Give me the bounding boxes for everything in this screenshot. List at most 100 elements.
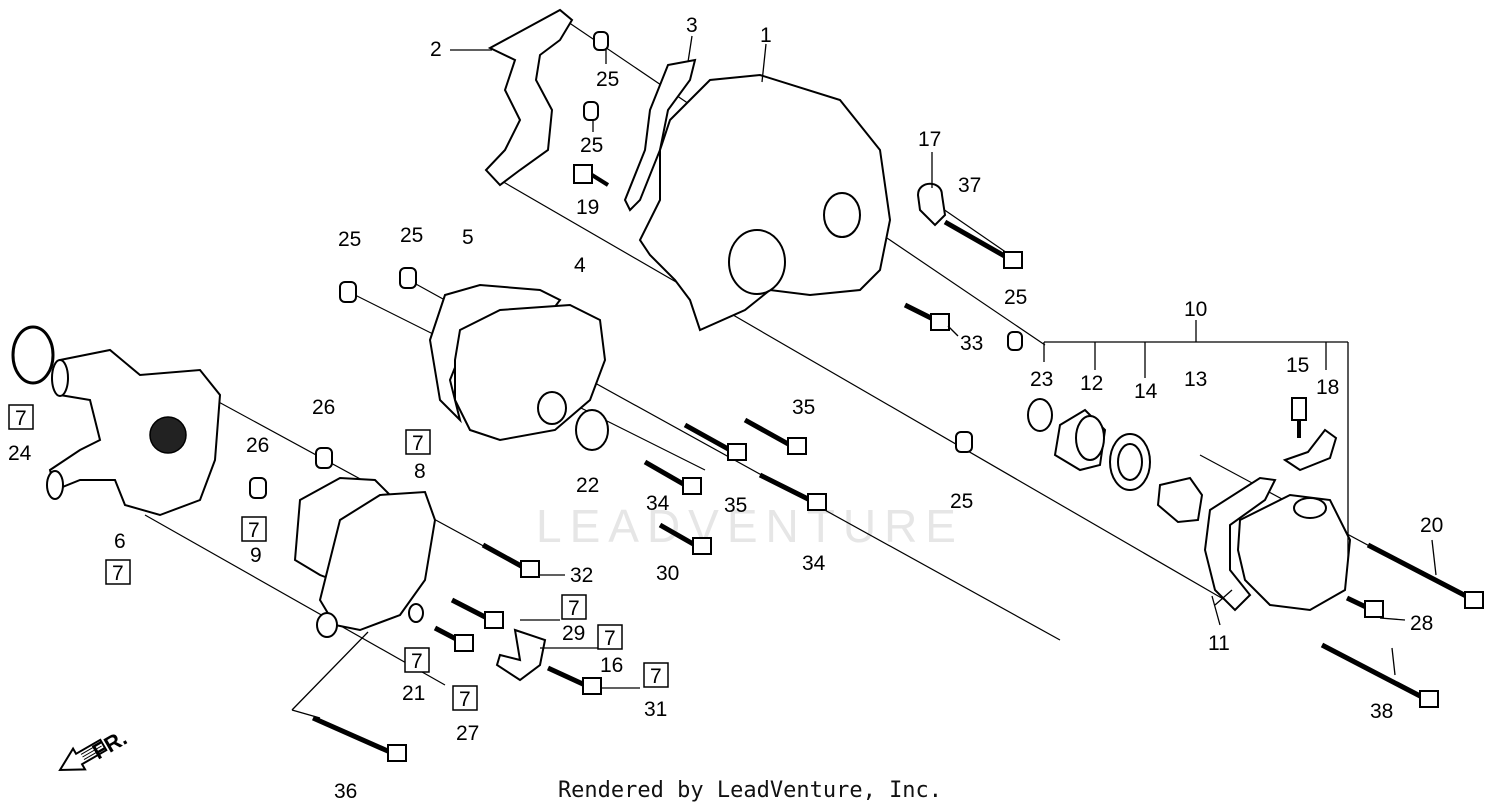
seal-14 xyxy=(1109,433,1151,491)
spring-seal-13 xyxy=(1156,476,1204,524)
seal-22 xyxy=(575,409,609,451)
dowel-25a xyxy=(593,31,609,51)
footer-credit: Rendered by LeadVenture, Inc. xyxy=(557,778,943,803)
dowel-26a xyxy=(315,447,333,469)
bolt-30 xyxy=(658,522,712,555)
bolt-33 xyxy=(903,302,950,331)
pump-body-4 xyxy=(454,303,607,442)
callout-23: 23 xyxy=(1030,368,1053,391)
boxed-ref-7: 7 xyxy=(241,516,267,542)
bolt-34b xyxy=(758,472,827,511)
bolt-36 xyxy=(311,715,407,762)
callout-9: 9 xyxy=(250,544,262,567)
callout-34: 34 xyxy=(802,552,826,575)
svg-text:7: 7 xyxy=(15,407,27,430)
bracket-16 xyxy=(495,628,547,682)
bolt-35a xyxy=(743,417,807,455)
callout-30: 30 xyxy=(656,562,679,585)
bolt-31 xyxy=(546,665,602,695)
cover-bore xyxy=(728,229,786,295)
pump-cover-8 xyxy=(318,490,437,632)
svg-text:7: 7 xyxy=(411,650,423,673)
bolt-32 xyxy=(481,542,540,578)
callout-18: 18 xyxy=(1316,376,1339,399)
front-direction-label: FR. xyxy=(88,725,131,764)
callout-31: 31 xyxy=(644,698,667,721)
dowel-25b xyxy=(583,101,599,121)
bleeder-15 xyxy=(1291,397,1307,438)
cover-outlet xyxy=(316,612,338,638)
housing-inlet xyxy=(51,359,69,397)
gasket-2 xyxy=(484,8,574,187)
boxed-refs: 7 7 7 7 7 7 7 7 xyxy=(8,404,669,711)
callout-25: 25 xyxy=(338,228,361,251)
callout-25: 25 xyxy=(580,134,603,157)
bolt-28 xyxy=(1345,595,1384,618)
svg-text:7: 7 xyxy=(604,627,616,650)
callout-8: 8 xyxy=(414,460,426,483)
boxed-ref-7: 7 xyxy=(8,404,34,430)
callout-24: 24 xyxy=(8,442,32,465)
callout-29: 29 xyxy=(562,622,585,645)
callout-25: 25 xyxy=(400,224,423,247)
svg-text:7: 7 xyxy=(568,597,580,620)
o-ring-24 xyxy=(11,325,55,385)
callout-5: 5 xyxy=(462,226,474,249)
seal-14-inner xyxy=(1117,443,1143,481)
callout-37: 37 xyxy=(958,174,981,197)
gasket-3 xyxy=(623,58,697,212)
dowel-25f xyxy=(955,431,973,453)
boxed-ref-7: 7 xyxy=(105,559,131,585)
callout-38: 38 xyxy=(1370,700,1393,723)
callout-33: 33 xyxy=(960,332,983,355)
callout-21: 21 xyxy=(402,682,425,705)
svg-text:7: 7 xyxy=(459,688,471,711)
bearing-12 xyxy=(1053,408,1107,472)
callout-26: 26 xyxy=(246,434,269,457)
callout-4: 4 xyxy=(574,254,586,277)
housing-11-boss xyxy=(1293,497,1327,519)
callout-27: 27 xyxy=(456,722,479,745)
callout-25: 25 xyxy=(1004,286,1027,309)
callout-13: 13 xyxy=(1184,368,1207,391)
callout-15: 15 xyxy=(1286,354,1309,377)
callout-16: 16 xyxy=(600,654,623,677)
impeller xyxy=(149,416,187,454)
watermark: LEADVENTURE xyxy=(536,500,964,552)
callout-12: 12 xyxy=(1080,372,1103,395)
dowel-25d xyxy=(339,281,357,303)
clamp-17 xyxy=(916,182,947,227)
bearing-housing-11 xyxy=(1236,493,1352,612)
callout-19: 19 xyxy=(576,196,599,219)
cap-18 xyxy=(1282,428,1338,472)
callout-36: 36 xyxy=(334,780,357,803)
callout-25: 25 xyxy=(596,68,619,91)
seal-23 xyxy=(1027,398,1053,432)
boxed-ref-7: 7 xyxy=(404,647,430,673)
bolt-37 xyxy=(943,219,1023,269)
callout-28: 28 xyxy=(1410,612,1433,635)
svg-text:7: 7 xyxy=(248,519,260,542)
bolt-38 xyxy=(1320,642,1439,708)
callout-35: 35 xyxy=(792,396,815,419)
callout-35: 35 xyxy=(724,494,747,517)
svg-text:7: 7 xyxy=(650,665,662,688)
callout-20: 20 xyxy=(1420,514,1443,537)
boxed-ref-7: 7 xyxy=(597,624,623,650)
cover-port xyxy=(823,192,861,238)
dowel-25c xyxy=(1007,331,1023,351)
callout-6: 6 xyxy=(114,530,126,553)
boxed-ref-7: 7 xyxy=(561,594,587,620)
boxed-ref-7: 7 xyxy=(643,662,669,688)
washer-21 xyxy=(408,603,424,623)
water-housing-6 xyxy=(48,348,222,517)
bolt-34a xyxy=(643,459,702,495)
bolt-27 xyxy=(433,625,474,652)
callout-10: 10 xyxy=(1184,298,1207,321)
housing-11-gasket xyxy=(1203,476,1277,612)
bolt-29 xyxy=(450,597,504,629)
callout-22: 22 xyxy=(576,474,599,497)
callouts: 1 2 3 25 25 19 17 37 25 25 5 4 25 33 10 … xyxy=(8,14,1443,803)
housing-outlet xyxy=(46,470,64,500)
bolt-19 xyxy=(573,164,610,187)
